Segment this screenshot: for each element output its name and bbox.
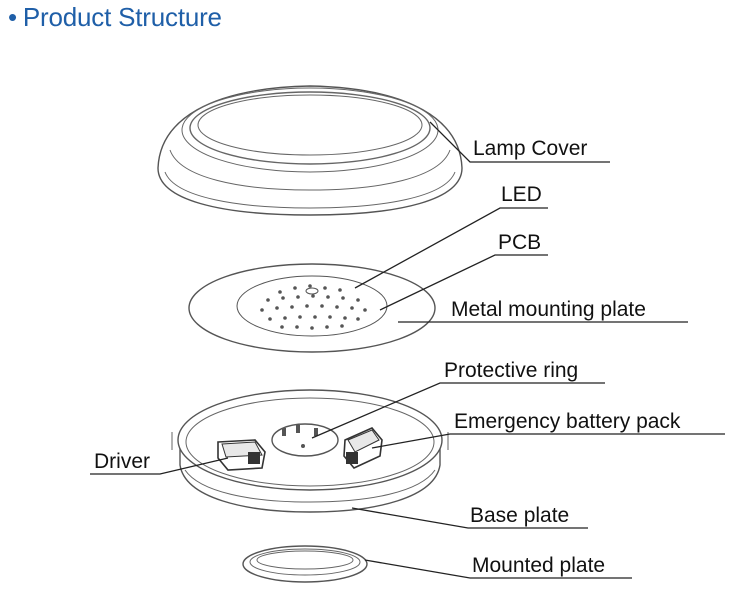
label-lamp-cover: Lamp Cover — [473, 137, 587, 160]
label-led: LED — [501, 183, 542, 206]
mounted-plate-part — [242, 545, 368, 583]
label-pcb: PCB — [498, 231, 541, 254]
leader-protective-ring — [311, 382, 605, 439]
label-battery-pack: Emergency battery pack — [454, 410, 681, 433]
plate-center-hole — [305, 287, 319, 295]
protective-ring-part — [271, 423, 339, 457]
lamp-cover-part — [157, 85, 463, 216]
label-protective-ring: Protective ring — [444, 359, 578, 382]
leader-base-plate — [351, 507, 588, 529]
battery-pack-part — [343, 427, 383, 469]
title-text: Product Structure — [22, 2, 222, 32]
label-metal-plate: Metal mounting plate — [451, 298, 646, 321]
title-bullet: • — [8, 2, 17, 32]
leader-lamp-cover — [429, 121, 610, 163]
leader-led — [354, 207, 548, 289]
leader-driver — [90, 457, 229, 475]
label-base-plate: Base plate — [470, 504, 569, 527]
page-title: •Product Structure — [8, 2, 222, 33]
label-mounted-plate: Mounted plate — [472, 554, 605, 577]
label-driver: Driver — [94, 450, 150, 473]
metal-mounting-plate-part — [188, 263, 436, 353]
leader-pcb — [379, 254, 548, 311]
leader-battery-pack — [371, 433, 725, 449]
leader-mounted-plate — [364, 559, 632, 579]
leader-lines — [90, 121, 725, 579]
pcb-led-dots — [260, 284, 367, 330]
driver-part — [217, 439, 266, 471]
